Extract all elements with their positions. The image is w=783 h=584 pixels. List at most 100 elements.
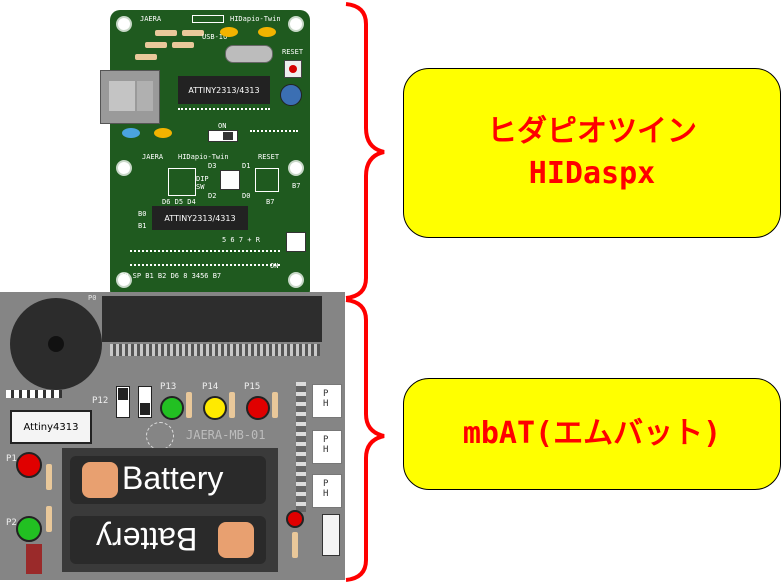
b1-label: B1 bbox=[138, 222, 147, 230]
capacitor bbox=[220, 27, 238, 37]
mounting-hole bbox=[116, 160, 132, 176]
pin-header bbox=[192, 15, 224, 23]
capacitor bbox=[122, 128, 140, 138]
reset-button bbox=[284, 60, 302, 78]
crystal bbox=[225, 45, 273, 63]
maker-label: JAERA bbox=[140, 15, 162, 23]
attiny-ic-label: Attiny4313 bbox=[23, 421, 79, 433]
b7-label: B7 bbox=[292, 182, 301, 190]
attiny-ic: Attiny4313 bbox=[10, 410, 92, 444]
mbat-board: P0 P12 P13 P14 P15 Attiny4313 JAERA-MB-0… bbox=[0, 292, 345, 580]
mounting-hole bbox=[288, 272, 304, 288]
switch-on-label: ON bbox=[218, 122, 227, 130]
d2-label: D2 bbox=[208, 192, 217, 200]
pin-header bbox=[296, 382, 306, 512]
mounting-hole bbox=[116, 16, 132, 32]
braces bbox=[345, 2, 385, 582]
edge-connector bbox=[102, 296, 322, 342]
resistor bbox=[272, 392, 278, 418]
hidaspx-board: JAERA HIDapio-Twin USB-IO RESET ATTINY23… bbox=[100, 10, 310, 300]
resistor bbox=[292, 532, 298, 558]
resistor bbox=[46, 464, 52, 490]
resistor bbox=[229, 392, 235, 418]
callout-hidaspx-line-1: ヒダピオツイン bbox=[487, 114, 697, 149]
dip-label: DIP SW bbox=[196, 175, 209, 191]
ph-connector: P H bbox=[312, 384, 342, 418]
slide-switch bbox=[138, 386, 152, 418]
callout-hidaspx: ヒダピオツイン HIDaspx bbox=[403, 68, 781, 238]
capacitor bbox=[280, 84, 302, 106]
reset-label-2: RESET bbox=[258, 153, 280, 161]
buzzer bbox=[10, 298, 102, 390]
resistor bbox=[155, 30, 177, 36]
led-green bbox=[160, 396, 184, 420]
battery-top: Battery bbox=[70, 456, 266, 504]
p12-label: P12 bbox=[92, 396, 109, 406]
d3-label: D3 bbox=[208, 162, 217, 170]
usb-label: USB-IO bbox=[202, 33, 228, 41]
callout-hidaspx-line-2: HIDaspx bbox=[528, 156, 656, 191]
ph-label-1: P H bbox=[323, 389, 329, 409]
board-name-label: HIDapio-Twin bbox=[230, 15, 281, 23]
pins-label: 5 6 7 + R bbox=[222, 236, 260, 244]
board-name-label: JAERA-MB-01 bbox=[186, 428, 266, 442]
ic-label: ATTINY2313/4313 bbox=[188, 85, 260, 95]
p14-label: P14 bbox=[202, 382, 219, 392]
usb-connector bbox=[100, 70, 160, 124]
pin-row bbox=[250, 130, 298, 140]
p2-label: P2 bbox=[6, 518, 17, 528]
resistor bbox=[182, 30, 204, 36]
ph-label-3: P H bbox=[323, 479, 329, 499]
on-label: ON bbox=[270, 262, 279, 270]
capacitor bbox=[154, 128, 172, 138]
pin-row bbox=[130, 264, 280, 274]
callout-mbat: mbAT(エムバット) bbox=[403, 378, 781, 490]
b0-label: B0 bbox=[138, 210, 147, 218]
led-red-small bbox=[286, 510, 304, 528]
callout-mbat-line-1: mbAT(エムバット) bbox=[462, 416, 722, 451]
p15-label: P15 bbox=[244, 382, 261, 392]
slide-switch bbox=[208, 130, 238, 142]
pin-row bbox=[130, 250, 280, 260]
resistor bbox=[46, 506, 52, 532]
resistor bbox=[145, 42, 167, 48]
pin-row bbox=[178, 108, 270, 118]
mounting-hole bbox=[116, 272, 132, 288]
p0-label: P0 bbox=[88, 294, 97, 302]
wire-connector bbox=[26, 544, 42, 574]
led-red-p1 bbox=[16, 452, 42, 478]
d6-label: D6 D5 D4 bbox=[162, 198, 196, 206]
brace-bottom bbox=[345, 298, 385, 582]
d0-label: D0 bbox=[242, 192, 251, 200]
ph-label-2: P H bbox=[323, 435, 329, 455]
tact-switch bbox=[286, 232, 306, 252]
mounting-hole bbox=[288, 16, 304, 32]
maker-label-2: JAERA bbox=[142, 153, 164, 161]
reset-label: RESET bbox=[282, 48, 304, 56]
led-green-p2 bbox=[16, 516, 42, 542]
battery-bottom-label: Battery bbox=[96, 521, 198, 557]
slide-switch bbox=[116, 386, 130, 418]
resistor bbox=[186, 392, 192, 418]
resistor bbox=[135, 54, 157, 60]
p1-label: P1 bbox=[6, 454, 17, 464]
brace-top bbox=[345, 2, 385, 300]
resistor bbox=[172, 42, 194, 48]
edge-connector-pins bbox=[110, 344, 320, 356]
board-name-label-2: HIDapio-Twin bbox=[178, 153, 229, 161]
p13-label: P13 bbox=[160, 382, 177, 392]
led-red bbox=[246, 396, 270, 420]
tact-switch bbox=[255, 168, 279, 192]
microcontroller-ic-2: ATTINY2313/4313 bbox=[152, 206, 248, 230]
ic-label-2: ATTINY2313/4313 bbox=[164, 213, 236, 223]
battery-bottom: Battery bbox=[70, 516, 266, 564]
ph-connector: P H bbox=[312, 430, 342, 464]
b7b-label: B7 bbox=[266, 198, 275, 206]
battery-top-label: Battery bbox=[122, 460, 224, 496]
ph-connector: P H bbox=[312, 474, 342, 508]
mounting-hole bbox=[288, 160, 304, 176]
microcontroller-ic: ATTINY2313/4313 bbox=[178, 76, 270, 104]
pin-header bbox=[6, 390, 62, 398]
sensor-outline bbox=[146, 422, 174, 450]
tact-switch bbox=[220, 170, 240, 190]
